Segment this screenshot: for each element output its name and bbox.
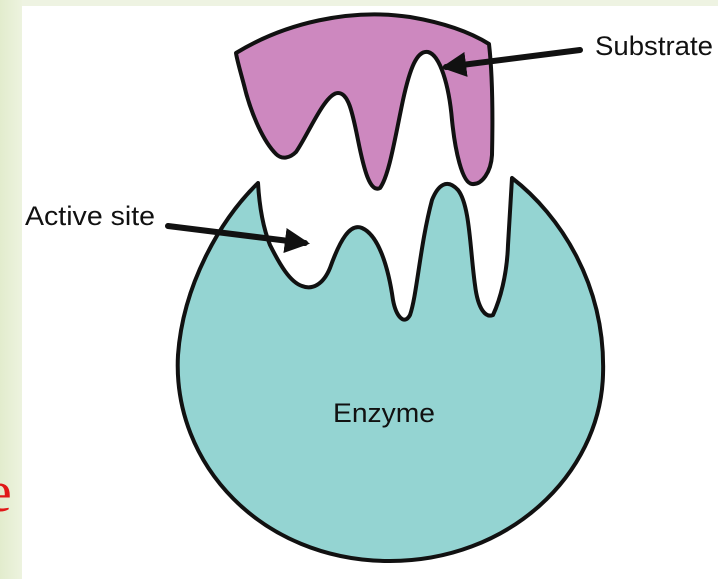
substrate-label: Substrate — [595, 31, 713, 61]
enzyme-label: Enzyme — [333, 398, 435, 428]
cropped-slide-text: e — [0, 452, 28, 532]
substrate-shape — [236, 14, 492, 188]
active-site-label: Active site — [25, 201, 155, 231]
